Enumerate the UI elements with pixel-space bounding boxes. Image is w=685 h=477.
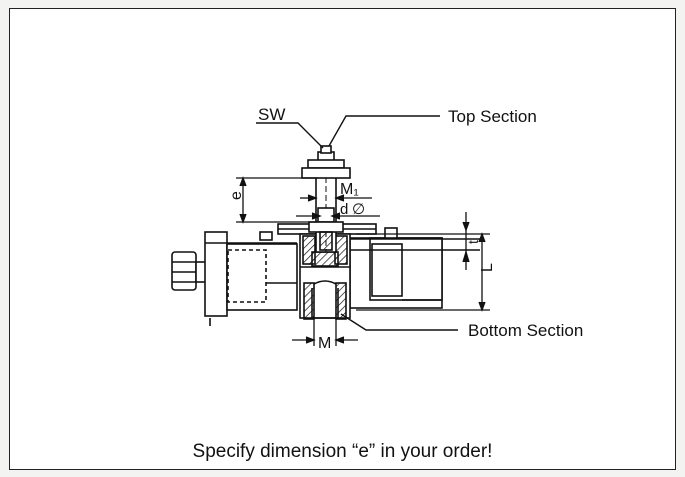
label-e: e	[228, 191, 245, 200]
dimension-m	[292, 318, 358, 346]
dimension-d	[296, 212, 380, 220]
left-clamp-body	[204, 231, 298, 326]
label-top-section: Top Section	[448, 107, 537, 126]
label-bottom-section: Bottom Section	[468, 321, 583, 340]
label-d: d	[340, 201, 348, 218]
leader-lines	[256, 115, 458, 331]
caption: Specify dimension “e” in your order!	[192, 441, 493, 462]
side-knob	[171, 251, 207, 291]
label-m: M	[318, 335, 331, 352]
center-housing	[299, 233, 351, 320]
dimension-m1	[300, 194, 372, 202]
dimension-t-l	[356, 212, 490, 312]
right-clamp-body	[349, 227, 443, 309]
label-l: L	[479, 263, 496, 272]
label-phi: ∅	[352, 201, 365, 218]
label-m1: M₁	[340, 181, 359, 198]
label-t: t	[465, 240, 481, 244]
label-sw: SW	[258, 105, 285, 124]
dimension-e	[236, 176, 318, 224]
top-bolt	[301, 145, 351, 253]
